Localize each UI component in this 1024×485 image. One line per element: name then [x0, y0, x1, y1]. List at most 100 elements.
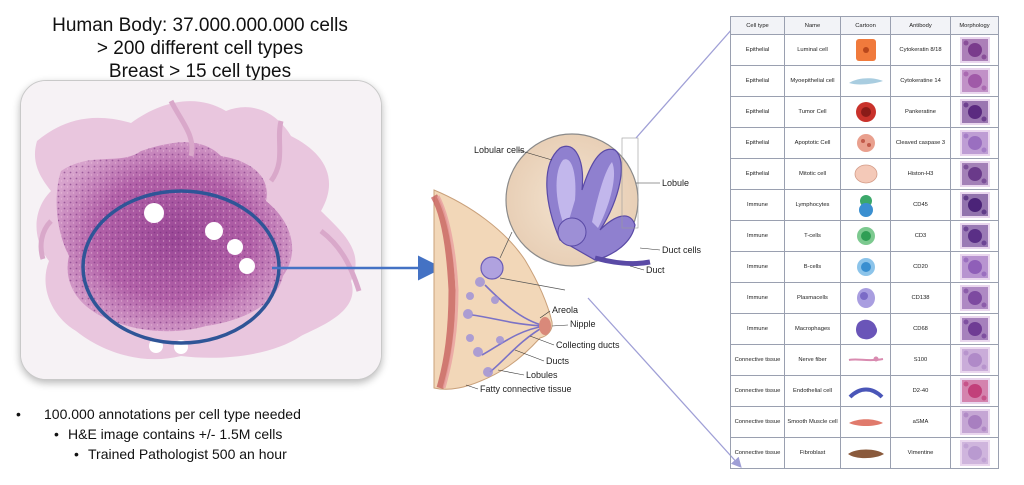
cell-type-value: Immune	[730, 220, 785, 252]
cell-type-table: Cell type Name Cartoon Antibody Morpholo…	[730, 16, 999, 469]
morphology-cell	[950, 127, 999, 159]
cell-type-value: Epithelial	[730, 34, 785, 66]
mitotic-cell-cartoon	[854, 164, 877, 184]
antibody-value: Vimentine	[890, 437, 951, 469]
cell-type-value: Epithelial	[730, 65, 785, 97]
tissue-hole	[227, 239, 243, 255]
cartoon-cell	[840, 65, 891, 97]
bullet-list: •100.000 annotations per cell type neede…	[16, 404, 301, 464]
antibody-value: Cytokeratine 14	[890, 65, 951, 97]
label-fatty-connective-tissue: Fatty connective tissue	[480, 384, 572, 394]
morphology-cell	[950, 189, 999, 221]
morphology-cell	[950, 437, 999, 469]
bullet-item: •H&E image contains +/- 1.5M cells	[54, 426, 283, 442]
column-header-antibody: Antibody	[890, 16, 951, 35]
column-header-name: Name	[784, 16, 841, 35]
slide-title: Human Body: 37.000.000.000 cells > 200 d…	[0, 14, 400, 83]
cell-name-value: Luminal cell	[784, 34, 841, 66]
cell-type-value: Connective tissue	[730, 375, 785, 407]
cartoon-cell	[840, 220, 891, 252]
bullet-text: H&E image contains +/- 1.5M cells	[68, 426, 283, 442]
magnified-lobule	[499, 133, 651, 291]
antibody-value: S100	[890, 344, 951, 376]
morphology-image	[959, 223, 990, 249]
cell-type-value: Connective tissue	[730, 406, 785, 438]
antibody-value: CD138	[890, 282, 951, 314]
cell-name-value: Smooth Muscle cell	[784, 406, 841, 438]
morphology-cell	[950, 406, 999, 438]
morphology-cell	[950, 344, 999, 376]
tissue-hole	[144, 203, 164, 223]
he-tissue-section	[21, 81, 381, 379]
he-slide-image	[20, 80, 382, 380]
myoepithelial-cell-cartoon	[848, 78, 883, 85]
cartoon-cell	[840, 189, 891, 221]
morphology-image	[959, 37, 990, 63]
b-cells-cartoon	[856, 258, 875, 276]
lymphocytes-cartoon	[858, 195, 873, 217]
fibroblast-cartoon	[847, 449, 884, 459]
column-header-cartoon: Cartoon	[840, 16, 891, 35]
plasmacells-cartoon	[856, 288, 875, 308]
macrophages-cartoon	[855, 319, 877, 340]
cartoon-cell	[840, 437, 891, 469]
cell-name-value: T-cells	[784, 220, 841, 252]
cell-name-value: Mitotic cell	[784, 158, 841, 190]
apoptotic-cell-cartoon	[856, 134, 875, 152]
morphology-image	[959, 347, 990, 373]
cell-name-value: Fibroblast	[784, 437, 841, 469]
cell-name-value: Plasmacells	[784, 282, 841, 314]
morphology-image	[959, 254, 990, 280]
label-areola: Areola	[552, 305, 578, 315]
morphology-image	[959, 130, 990, 156]
cartoon-cell	[840, 127, 891, 159]
tissue-hole	[239, 258, 255, 274]
antibody-value: Cytokeratin 8/18	[890, 34, 951, 66]
cell-type-value: Immune	[730, 282, 785, 314]
cell-type-value: Immune	[730, 189, 785, 221]
cell-name-value: Apoptotic Cell	[784, 127, 841, 159]
morphology-cell	[950, 282, 999, 314]
antibody-value: CD20	[890, 251, 951, 283]
cartoon-cell	[840, 158, 891, 190]
cell-type-value: Connective tissue	[730, 437, 785, 469]
morphology-image	[959, 316, 990, 342]
antibody-value: Pankeratine	[890, 96, 951, 128]
smooth-muscle-cell-cartoon	[848, 419, 883, 426]
connector-line-bottom	[587, 297, 742, 468]
cell-name-value: Endothelial cell	[784, 375, 841, 407]
tissue-hole	[205, 222, 223, 240]
connector-line-top	[635, 18, 742, 139]
breast-anatomy-illustration	[430, 189, 553, 390]
cartoon-cell	[840, 251, 891, 283]
bullet-text: Trained Pathologist 500 an hour	[88, 446, 287, 462]
morphology-cell	[950, 251, 999, 283]
morphology-image	[959, 378, 990, 404]
morphology-cell	[950, 220, 999, 252]
antibody-value: Cleaved caspase 3	[890, 127, 951, 159]
morphology-cell	[950, 375, 999, 407]
cell-name-value: Nerve fiber	[784, 344, 841, 376]
cell-type-value: Epithelial	[730, 127, 785, 159]
cell-name-value: Myoepithelial cell	[784, 65, 841, 97]
morphology-image	[959, 440, 990, 466]
label-lobule: Lobule	[662, 178, 689, 188]
label-ducts: Ducts	[546, 356, 570, 366]
morphology-cell	[950, 96, 999, 128]
cell-name-value: Macrophages	[784, 313, 841, 345]
title-line-2: > 200 different cell types	[96, 38, 304, 59]
morphology-cell	[950, 65, 999, 97]
cartoon-cell	[840, 375, 891, 407]
cell-type-value: Immune	[730, 251, 785, 283]
cell-type-value: Immune	[730, 313, 785, 345]
